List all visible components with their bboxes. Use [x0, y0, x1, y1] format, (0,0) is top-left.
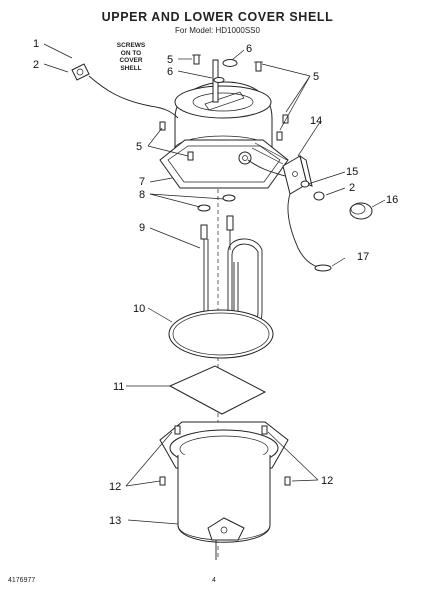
o-ring-icon: [197, 204, 211, 212]
lower-cover-shell: [159, 421, 289, 560]
callout-17: 17: [357, 251, 369, 263]
switch-and-wire: [71, 63, 179, 119]
screw-icon: [192, 54, 201, 65]
callout-12: 12: [321, 475, 333, 487]
callout-6: 6: [167, 66, 173, 78]
thermostat-rod: [212, 59, 238, 103]
callout-14: 14: [310, 115, 322, 127]
note-line: SHELL: [120, 64, 142, 72]
part-number: 4176977: [8, 577, 36, 584]
callout-10: 10: [133, 303, 145, 315]
probe-rod: [251, 142, 288, 165]
screws-note: SCREWS ON TO COVER SHELL: [96, 42, 166, 72]
callout-6: 6: [246, 43, 252, 55]
callout-5: 5: [313, 71, 319, 83]
callout-11: 11: [113, 381, 124, 393]
page-number: 4: [212, 577, 216, 584]
callout-7: 7: [139, 176, 145, 188]
callout-1: 1: [33, 38, 39, 50]
screw-icon: [276, 131, 283, 141]
callout-15: 15: [346, 166, 358, 178]
insulation-pad: [168, 365, 267, 415]
callout-5: 5: [167, 54, 173, 66]
sensor-icon: [314, 264, 332, 272]
knob-icon: [349, 202, 373, 220]
screw-icon: [261, 425, 268, 435]
screw-icon: [187, 151, 194, 161]
sensor-wire: [287, 193, 326, 269]
note-line: SCREWS: [116, 42, 146, 49]
callout-2: 2: [33, 59, 39, 71]
callout-5: 5: [136, 141, 142, 153]
o-ring-icon: [222, 194, 236, 202]
screw-icon: [284, 476, 291, 486]
callout-2: 2: [349, 182, 355, 194]
callout-8: 8: [139, 189, 145, 201]
callout-12: 12: [109, 481, 121, 493]
gasket-ring: [168, 309, 274, 359]
model-subtitle: For Model: HD1000SS0: [175, 26, 260, 35]
screw-icon: [159, 476, 166, 486]
note-line: COVER: [119, 57, 143, 64]
callout-16: 16: [386, 194, 398, 206]
page-title: UPPER AND LOWER COVER SHELL: [101, 10, 334, 24]
screw-icon: [159, 121, 166, 131]
screw-icon: [254, 61, 263, 72]
screw-icon: [174, 425, 181, 435]
probe-wire: [247, 159, 286, 177]
callout-9: 9: [139, 222, 145, 234]
washer-icon: [300, 180, 325, 201]
callout-13: 13: [109, 515, 121, 527]
screw-icon: [282, 114, 289, 124]
upper-cover-shell: [159, 81, 289, 189]
note-line: ON TO: [120, 49, 142, 57]
leader-lines: [43, 43, 386, 525]
